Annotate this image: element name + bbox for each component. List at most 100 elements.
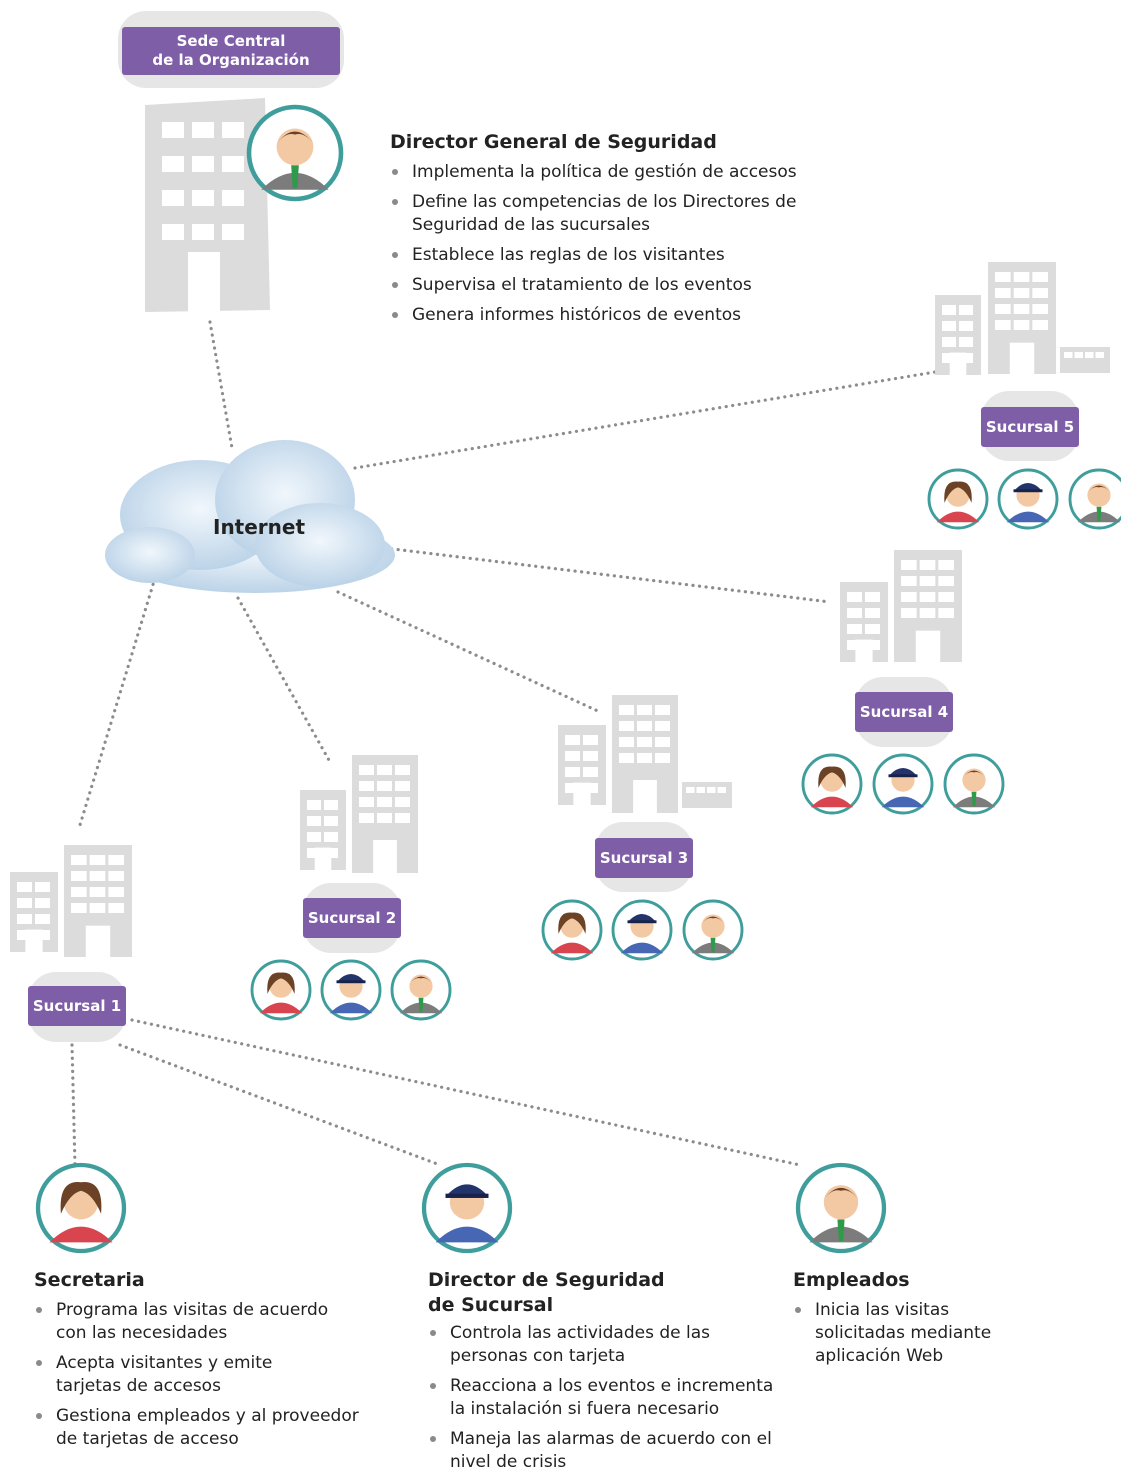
avatar-cap-brim [627, 920, 657, 924]
building-door [949, 352, 967, 375]
building-window [865, 624, 880, 634]
secretaria-avatar [35, 1162, 127, 1254]
avatar-tie [710, 937, 716, 953]
avatar-body [550, 942, 594, 954]
building-door [25, 929, 43, 952]
building-door [314, 847, 332, 870]
building-window [942, 337, 956, 347]
avatar-body [881, 796, 925, 808]
building-window [619, 737, 634, 747]
network-link [208, 320, 234, 450]
internet-label: Internet [213, 515, 306, 539]
empleados-avatar [795, 1162, 887, 1254]
director-sucursal-block: Director de Seguridad de Sucursal Contro… [428, 1268, 798, 1481]
building-window [108, 855, 124, 865]
building-window [583, 735, 598, 745]
branch-4-building [840, 582, 888, 662]
building-window [359, 797, 374, 807]
building-window [583, 751, 598, 761]
building-window [919, 560, 936, 570]
building-window [377, 765, 392, 775]
building-window [901, 560, 917, 570]
building-window [1032, 320, 1048, 330]
building-window [847, 608, 862, 618]
avatar-hair [944, 481, 972, 503]
branch-2-label: Sucursal 2 [303, 898, 401, 938]
building-window [108, 887, 124, 897]
building-door [915, 630, 941, 662]
network-link [383, 546, 832, 604]
building-window [942, 353, 956, 363]
avatar-body [329, 1002, 373, 1014]
building-window [655, 721, 670, 731]
avatar-hair [818, 766, 846, 788]
network-link [336, 590, 602, 714]
building-window [71, 887, 87, 897]
building-window [17, 914, 32, 924]
building-window [307, 800, 321, 810]
building-window [995, 288, 1011, 298]
avatar-cap-brim [336, 980, 366, 984]
branch-3-avatar [682, 899, 744, 961]
empleados-title: Empleados [793, 1269, 910, 1291]
director-sucursal-item: Reacciona a los eventos e incrementa la … [428, 1375, 780, 1421]
internet-cloud [105, 440, 395, 593]
building-window [1064, 352, 1073, 358]
hq-label-line2: de la Organización [152, 51, 310, 69]
buildings [10, 98, 1110, 957]
branch-3-building [612, 695, 678, 813]
avatar-hair [276, 131, 314, 144]
avatar-face [701, 914, 725, 938]
building-window [565, 783, 580, 793]
building-window [865, 592, 880, 602]
building-window [307, 848, 321, 858]
building-window [1085, 352, 1094, 358]
building-window [108, 871, 124, 881]
building-window [395, 765, 410, 775]
building-window [901, 576, 917, 586]
building-window [192, 156, 214, 172]
building-window [222, 156, 244, 172]
building-window [192, 122, 214, 138]
building-window [162, 224, 184, 240]
building-door [573, 782, 591, 805]
branch-3-avatar [611, 899, 673, 961]
building-window [696, 787, 705, 793]
building-window [583, 767, 598, 777]
secretaria-title: Secretaria [34, 1269, 145, 1291]
avatar-hair [409, 976, 433, 985]
hq-label-line1: Sede Central [176, 32, 286, 50]
building-window [1095, 352, 1104, 358]
branch-3-building [558, 725, 606, 805]
building-window [395, 781, 410, 791]
building-window [222, 122, 244, 138]
network-link [118, 1043, 442, 1167]
building-annex [682, 782, 732, 808]
branch-2-avatar [320, 959, 382, 1021]
avatar-face [823, 1185, 859, 1220]
director-general-avatar [246, 104, 344, 202]
branch-1-building [64, 845, 132, 957]
empleados-block: Empleados Inicia las visitas solicitadas… [793, 1268, 1053, 1375]
building-door [188, 252, 220, 312]
building-window [919, 608, 936, 618]
building-window [17, 882, 32, 892]
building-window [995, 304, 1011, 314]
building-window [655, 753, 670, 763]
director-general-title: Director General de Seguridad [390, 131, 717, 153]
branch-5-avatar [927, 468, 989, 530]
building-window [17, 930, 32, 940]
building-window [377, 781, 392, 791]
avatar-tie [418, 997, 424, 1013]
building-window [162, 156, 184, 172]
building-window [847, 624, 862, 634]
branch-4-label: Sucursal 4 [855, 692, 953, 732]
network-link [236, 596, 332, 764]
building-window [192, 190, 214, 206]
avatar-tie [837, 1219, 845, 1241]
director-general-item: Implementa la política de gestión de acc… [390, 161, 860, 184]
building-window [938, 560, 954, 570]
building-window [307, 832, 321, 842]
building-window [1032, 288, 1048, 298]
building-door [1009, 342, 1035, 374]
